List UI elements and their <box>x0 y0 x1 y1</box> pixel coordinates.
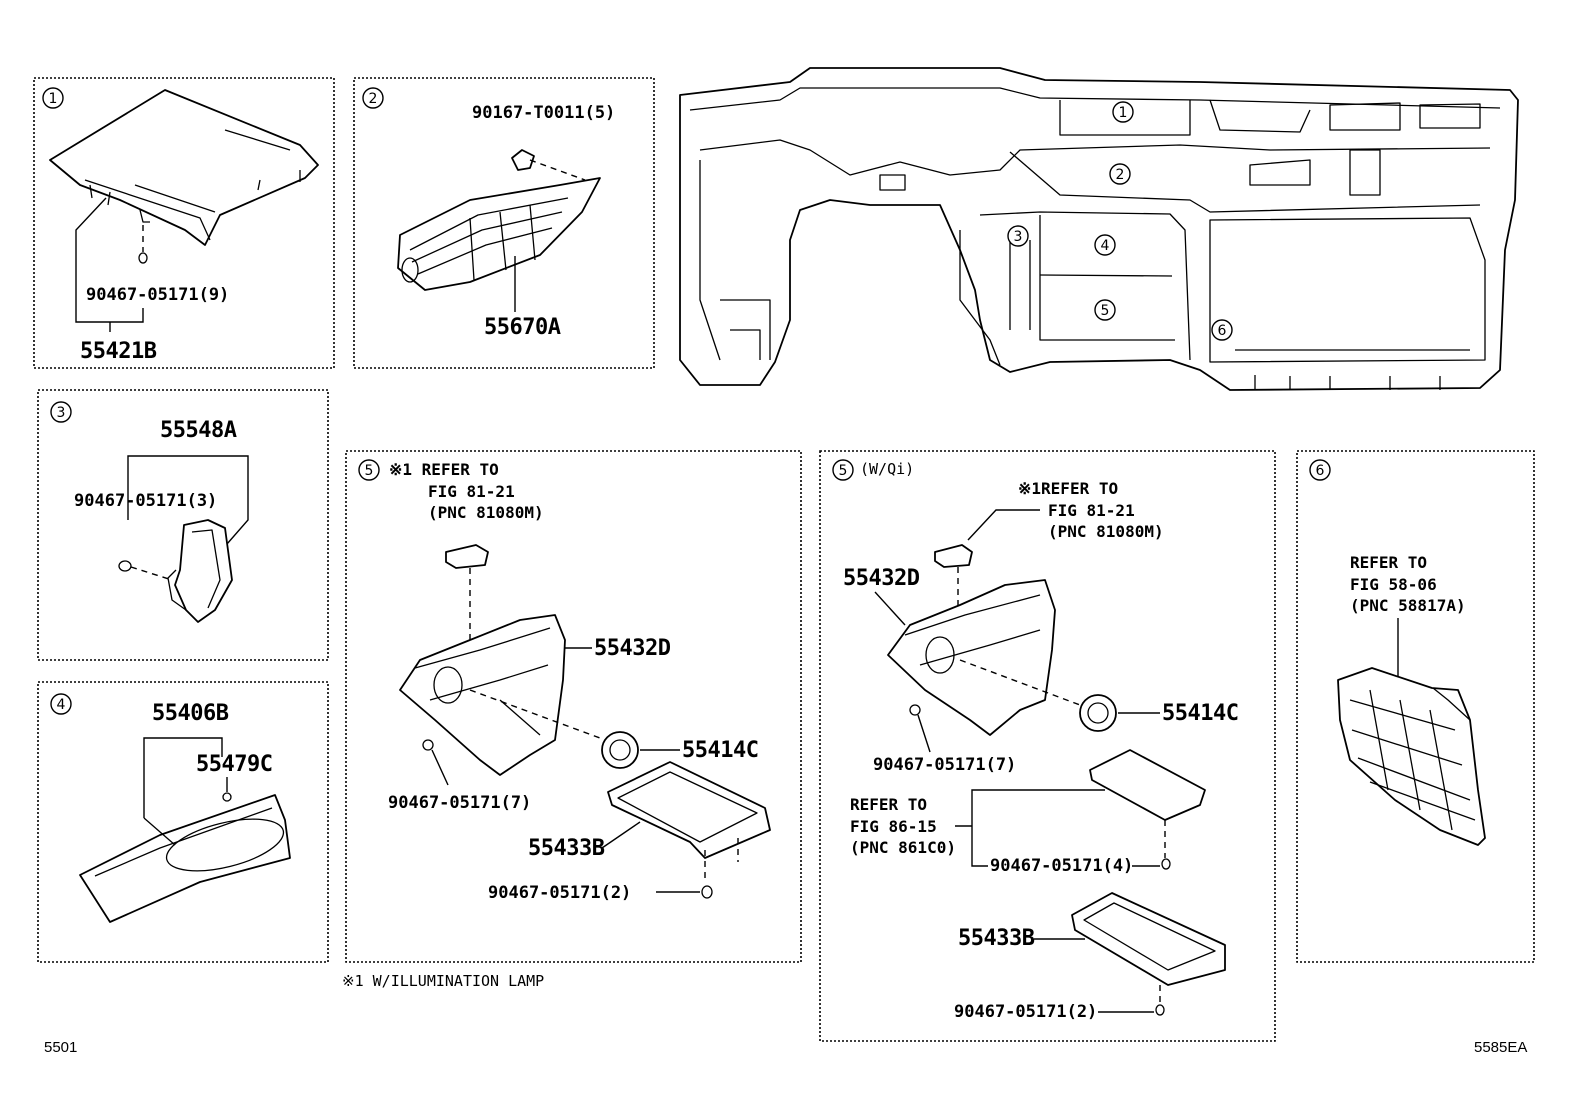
part-number-label: 90467-05171(2) <box>488 883 631 903</box>
circled-number-2: 2 <box>1116 167 1125 183</box>
tray <box>1071 892 1226 986</box>
part-number-label: 90467-05171(7) <box>873 755 1016 775</box>
wireless-charger <box>1089 749 1206 821</box>
part-number-label: 55432D <box>594 636 671 661</box>
screw <box>511 149 535 171</box>
refer-note: (PNC 81080M) <box>1048 522 1164 541</box>
circled-number-1: 1 <box>49 91 58 107</box>
refer-note: FIG 81-21 <box>1048 501 1135 520</box>
circled-number-3: 3 <box>57 405 66 421</box>
panel-2: 2 90167-T0011(5) 55670A <box>353 77 655 369</box>
circled-number-5: 5 <box>839 463 848 479</box>
ring <box>1079 694 1117 732</box>
part-number-label: 90167-T0011(5) <box>472 103 615 123</box>
refer-note: (PNC 861C0) <box>850 838 956 857</box>
circled-number-5: 5 <box>1101 303 1110 319</box>
part-number-label: 55670A <box>484 315 561 340</box>
figure-code-right: 5585EA <box>1474 1039 1527 1056</box>
circled-number-3: 3 <box>1014 229 1023 245</box>
circled-number-5: 5 <box>365 463 374 479</box>
panel-1: 1 90467-05171(9) 55421B <box>33 77 335 369</box>
center-trim-panel <box>79 794 291 923</box>
panel-3: 3 55548A 90467-05171(3) <box>37 389 329 661</box>
part-number-label: 55414C <box>682 738 758 763</box>
refer-note: ※1 REFER TO <box>389 460 499 479</box>
tray <box>607 761 771 859</box>
refer-note: ※1REFER TO <box>1018 479 1118 498</box>
part-number-label: 55432D <box>843 566 920 591</box>
part-number-label: 55479C <box>196 752 272 777</box>
circled-number-6: 6 <box>1316 463 1325 479</box>
part-number-label: 55406B <box>152 701 229 726</box>
part-number-label: 55433B <box>528 836 605 861</box>
part-number-label: 90467-05171(4) <box>990 856 1133 876</box>
circled-number-4: 4 <box>1101 238 1110 254</box>
switch-bezel <box>174 519 233 623</box>
part-number-label: 55414C <box>1162 701 1238 726</box>
air-vent-register <box>397 177 601 291</box>
illumination-lamp <box>445 544 489 569</box>
refer-note: FIG 58-06 <box>1350 575 1437 594</box>
part-number-label: 90467-05171(9) <box>86 285 229 305</box>
panel-5: 5 ※1 REFER TO FIG 81-21 (PNC 81080M) 554… <box>345 450 802 963</box>
refer-note: REFER TO <box>850 795 927 814</box>
console-bracket <box>887 579 1056 736</box>
panel-4: 4 55406B 55479C <box>37 681 329 963</box>
part-number-label: 90467-05171(2) <box>954 1002 1097 1022</box>
circled-number-1: 1 <box>1119 105 1128 121</box>
part-number-label: 55421B <box>80 339 157 364</box>
refer-note: FIG 81-21 <box>428 482 515 501</box>
panel-6: 6 REFER TO FIG 58-06 (PNC 58817A) <box>1296 450 1535 963</box>
part-number-label: 90467-05171(3) <box>74 491 217 511</box>
refer-note: FIG 86-15 <box>850 817 937 836</box>
footnote: ※1 W/ILLUMINATION LAMP <box>342 972 544 990</box>
dashboard-overview: 1 2 3 4 5 6 <box>679 67 1519 391</box>
variant-tag: (W/Qi) <box>860 460 914 478</box>
figure-code-left: 5501 <box>44 1039 77 1056</box>
upper-panel-cover <box>49 89 319 246</box>
circled-number-6: 6 <box>1218 323 1227 339</box>
refer-note: REFER TO <box>1350 553 1427 572</box>
instrument-panel-outline <box>679 67 1519 391</box>
circled-number-4: 4 <box>57 697 66 713</box>
ring <box>601 731 639 769</box>
circled-number-2: 2 <box>369 91 378 107</box>
part-number-label: 90467-05171(7) <box>388 793 531 813</box>
panel-5-qi: 5 (W/Qi) ※1REFER TO FIG 81-21 (PNC 81080… <box>819 450 1276 1042</box>
illumination-lamp <box>934 544 973 568</box>
glove-box-frame <box>1337 667 1486 846</box>
part-number-label: 55433B <box>958 926 1035 951</box>
part-number-label: 55548A <box>160 418 237 443</box>
refer-note: (PNC 81080M) <box>428 503 544 522</box>
refer-note: (PNC 58817A) <box>1350 596 1466 615</box>
